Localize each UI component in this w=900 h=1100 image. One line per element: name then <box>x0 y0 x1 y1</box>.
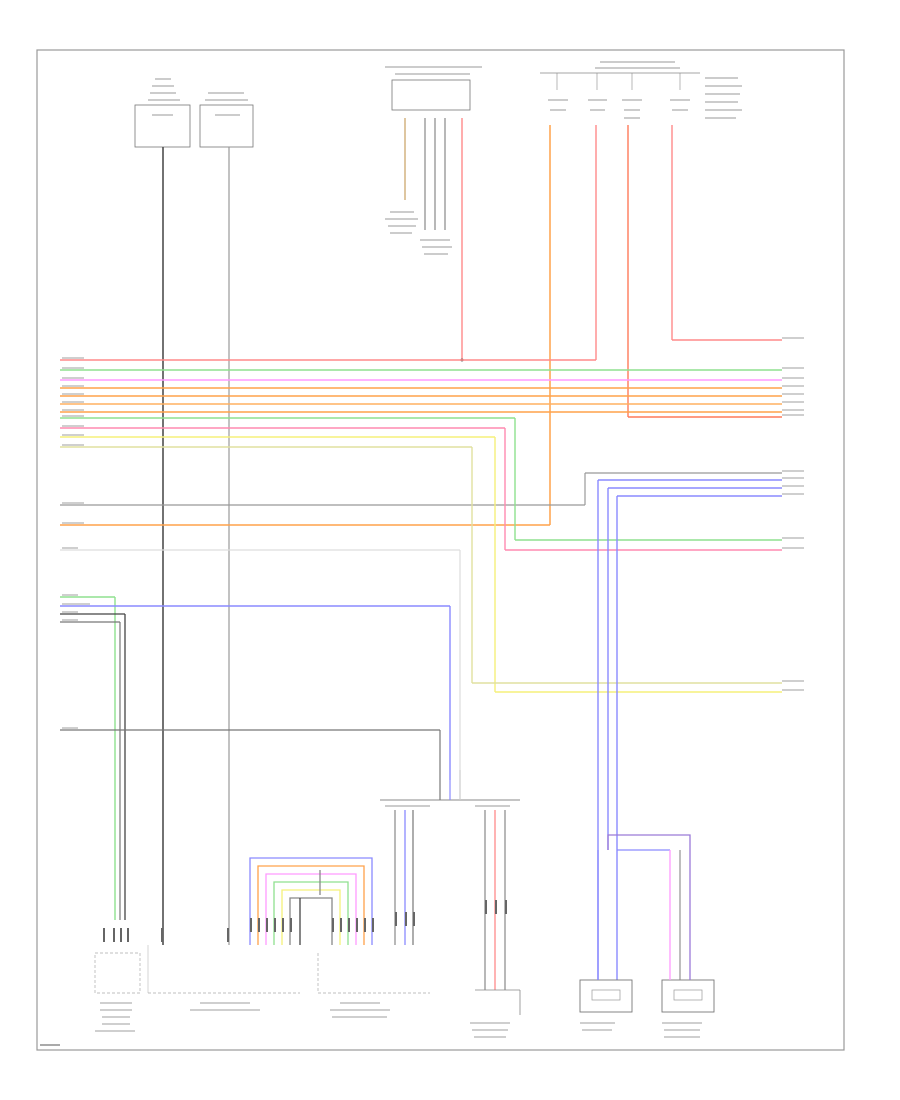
front-left-speaker <box>579 850 633 1013</box>
connector-bottom-right <box>475 989 521 1015</box>
comfort-module-top <box>385 66 482 111</box>
diagram-border <box>36 49 845 1051</box>
connector-bottom-mid <box>380 770 520 990</box>
hot-at-all-times-fuse <box>540 61 742 119</box>
bluetooth-module-top <box>199 92 254 148</box>
radio-module-top <box>134 78 191 148</box>
pin-markers <box>103 900 507 942</box>
horizontal-bus <box>60 359 782 980</box>
bottom-labels <box>95 1002 702 1038</box>
page-label-marker <box>40 1044 60 1046</box>
left-wire-labels <box>62 357 90 729</box>
front-right-speaker <box>607 834 715 1013</box>
bottom-dashed-boxes <box>94 952 430 994</box>
right-wire-labels <box>782 337 804 691</box>
comfort-pin-labels <box>385 211 452 255</box>
multi-wire-loops <box>249 857 373 945</box>
